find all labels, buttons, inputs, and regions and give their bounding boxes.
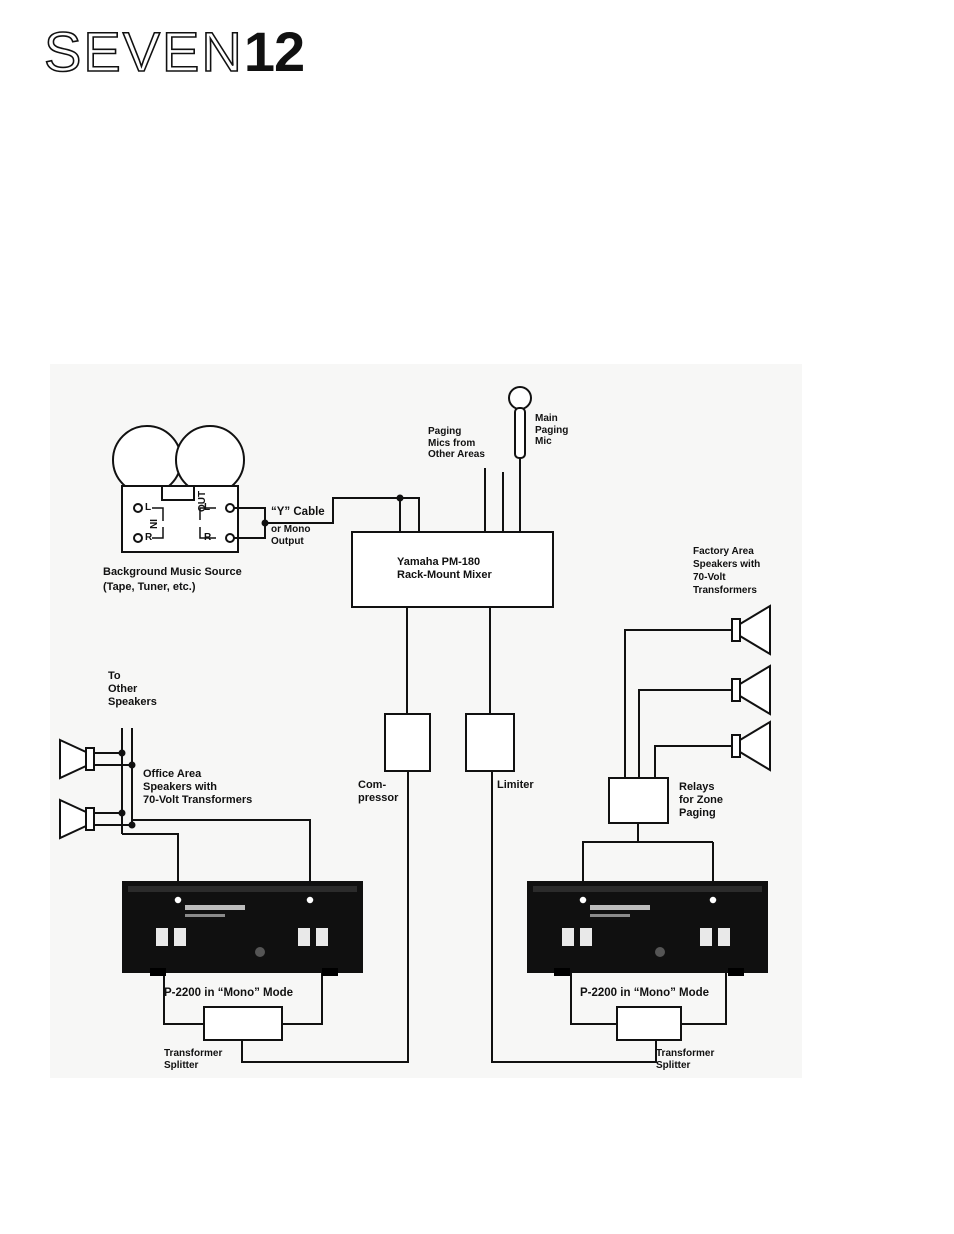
compressor-box (384, 713, 431, 772)
compressor-label: Com- pressor (358, 779, 399, 804)
seven12-logo: SEVEN 12 (43, 20, 305, 83)
deck-l-left-label: L (145, 502, 152, 513)
paging-mics-label: Paging Mics from Other Areas (428, 426, 485, 460)
deck-in-label: IN (147, 519, 158, 529)
splitter-left-label: Transformer Splitter (164, 1048, 223, 1071)
office-speaker-icon (59, 738, 95, 840)
factory-area-label: Factory Area Speakers with 70-Volt Trans… (693, 546, 761, 596)
office-area-label: Office Area Speakers with 70-Volt Transf… (143, 768, 253, 806)
deck-r-right-label: R (204, 532, 212, 543)
limiter-box (465, 713, 515, 772)
deck-l-right-label: L (204, 502, 211, 513)
relays-box (608, 777, 669, 824)
to-other-speakers-label: To Other Speakers (108, 670, 157, 708)
amp-left-label: P-2200 in “Mono” Mode (164, 987, 294, 999)
main-mic-label: Main Paging Mic (535, 413, 569, 447)
logo-outline-text: SEVEN (43, 20, 244, 83)
background-music-label: Background Music Source (Tape, Tuner, et… (103, 566, 242, 593)
deck-out-label: OUT (197, 490, 208, 512)
amp-right-label: P-2200 in “Mono” Mode (580, 987, 710, 999)
splitter-left-box (203, 1006, 283, 1041)
logo-solid-text: 12 (243, 20, 305, 83)
amplifier-right-icon (527, 881, 768, 976)
splitter-right-box (616, 1006, 682, 1041)
amplifier-left-icon (122, 881, 363, 976)
relays-label: Relays for Zone Paging (679, 781, 723, 819)
tape-deck-icon (112, 425, 245, 553)
factory-speaker-icon (731, 604, 771, 772)
mixer-label: Yamaha PM-180 Rack-Mount Mixer (397, 556, 492, 581)
mono-output-label: or Mono Output (271, 524, 311, 547)
deck-r-left-label: R (145, 532, 153, 543)
y-cable-label: “Y” Cable (271, 506, 325, 518)
limiter-label: Limiter (497, 779, 534, 791)
microphone-icon (508, 386, 532, 459)
mixer-box (351, 531, 554, 608)
splitter-right-label: Transformer Splitter (656, 1048, 715, 1071)
